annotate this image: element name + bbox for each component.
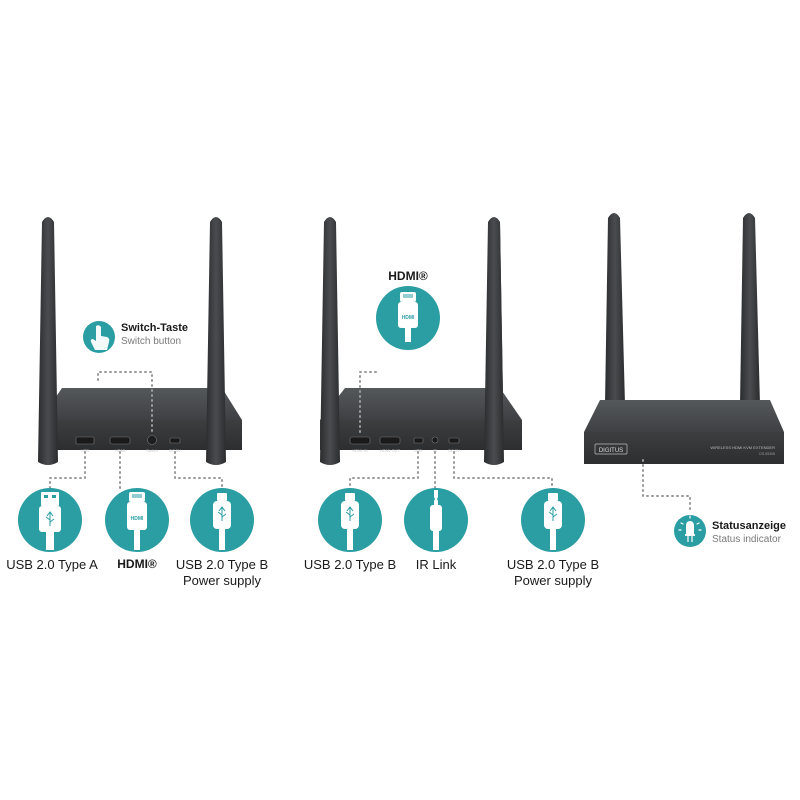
leader-usb-b bbox=[349, 451, 419, 489]
brand-text: DIGITUS bbox=[599, 448, 623, 454]
transmitter-device: USB HDMI Switch DC 5V bbox=[38, 217, 242, 465]
usb-port bbox=[413, 437, 424, 444]
audio-jack-icon bbox=[404, 488, 468, 552]
leader-usb-a bbox=[49, 451, 86, 489]
antenna-right-front bbox=[484, 217, 504, 465]
dc-port bbox=[448, 437, 460, 444]
hdmi-icon: HDMI bbox=[376, 286, 440, 350]
port-label-dc: DC 5V bbox=[169, 448, 181, 453]
switch-button-port bbox=[147, 435, 157, 445]
hdmi-port bbox=[109, 436, 131, 445]
led-indicator-icon bbox=[674, 515, 706, 547]
hdmi-top-label: HDMI® bbox=[388, 269, 428, 283]
leader-switch bbox=[97, 371, 153, 433]
port-label-switch: Switch bbox=[146, 448, 158, 453]
port-label-usb: USB bbox=[414, 448, 423, 453]
hand-pointer-icon bbox=[83, 321, 115, 353]
switch-callout-title: Switch-Taste bbox=[121, 322, 189, 334]
label-usb-type-b-line1: USB 2.0 Type B bbox=[175, 557, 269, 572]
receiver-device: HDMI IN HDMI OUT USB IR DC 5V bbox=[320, 217, 522, 465]
label-ir-link: IR Link bbox=[415, 557, 457, 572]
svg-text:HDMI: HDMI bbox=[131, 516, 144, 522]
label-usb-type-a: USB 2.0 Type A bbox=[6, 557, 98, 572]
port-label-ir: IR bbox=[433, 448, 437, 453]
dc-port bbox=[169, 437, 181, 444]
receiver-body-top bbox=[320, 388, 522, 420]
label-usb-type-b-line1: USB 2.0 Type B bbox=[506, 557, 600, 572]
usb-type-a-icon bbox=[18, 488, 82, 552]
brand-badge bbox=[594, 443, 628, 455]
status-callout-subtitle: Status indicator bbox=[712, 534, 781, 545]
port-label-hdmi-out: HDMI OUT bbox=[380, 448, 400, 453]
hdmi-out-port bbox=[379, 436, 401, 445]
product-text: WIRELESS HDMI KVM EXTENDER bbox=[710, 445, 775, 450]
antenna-right bbox=[740, 213, 760, 405]
port-label-hdmi-in: HDMI IN bbox=[352, 448, 367, 453]
leader-lines bbox=[49, 371, 691, 514]
usb-a-port bbox=[75, 436, 95, 445]
front-view-device: DIGITUS WIRELESS HDMI KVM EXTENDER DS-55… bbox=[584, 213, 784, 464]
antenna-right-front bbox=[206, 217, 226, 465]
usb-micro-b-icon bbox=[190, 488, 254, 552]
antenna-left bbox=[605, 213, 625, 405]
hdmi-icon: HDMI bbox=[105, 488, 169, 552]
ir-port bbox=[431, 436, 439, 444]
leader-dc bbox=[174, 451, 223, 489]
front-view-front-face bbox=[584, 432, 784, 464]
transmitter-body-top bbox=[40, 388, 242, 420]
label-power-supply: Power supply bbox=[513, 573, 593, 588]
leader-dc-rx bbox=[453, 451, 553, 489]
status-callout-title: Statusanzeige bbox=[712, 520, 786, 532]
leader-hdmi-top bbox=[359, 371, 381, 433]
label-hdmi: HDMI® bbox=[117, 557, 157, 571]
label-power-supply: Power supply bbox=[182, 573, 262, 588]
port-label-usb: USB bbox=[81, 448, 90, 453]
antenna-left-front bbox=[38, 217, 58, 465]
leader-status bbox=[642, 459, 691, 514]
label-usb-type-b: USB 2.0 Type B bbox=[303, 557, 397, 572]
front-view-body-top bbox=[584, 400, 784, 432]
usb-micro-b-icon bbox=[318, 488, 382, 552]
hdmi-in-port bbox=[349, 436, 371, 445]
usb-micro-b-icon bbox=[521, 488, 585, 552]
model-text: DS-55308 bbox=[759, 452, 775, 456]
switch-callout-subtitle: Switch button bbox=[121, 336, 182, 347]
antenna-left-front bbox=[320, 217, 340, 465]
port-label-dc: DC 5V bbox=[448, 448, 460, 453]
svg-text:HDMI: HDMI bbox=[402, 315, 415, 321]
port-label-hdmi: HDMI bbox=[115, 448, 125, 453]
